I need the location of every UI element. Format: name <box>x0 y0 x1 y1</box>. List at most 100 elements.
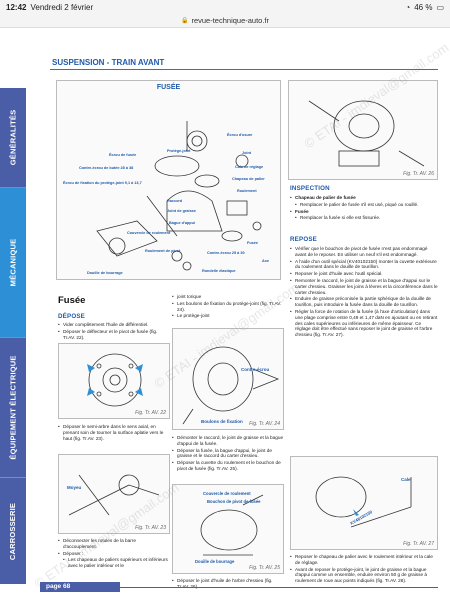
para-23: Déconnecter les rotules de la barre d'ac… <box>58 538 170 570</box>
page-footer: page 68 <box>0 580 450 600</box>
para-22-step: Déposer le semi-arbre dans le sens axial… <box>58 424 170 441</box>
figure-caption: Fig. Tr. AV. 23 <box>135 525 166 531</box>
lock-icon: 🔒 <box>180 18 189 24</box>
label-chapeau-palier: Chapeau de palier <box>232 177 265 181</box>
url-text[interactable]: revue-technique-auto.fr <box>191 16 270 25</box>
inspection-heading: INSPECTION <box>290 185 330 192</box>
battery-level: 46 % <box>414 2 433 12</box>
repose-step: Reposer le joint d'huile avec l'outil sp… <box>290 271 438 277</box>
figure-caption: Fig. Tr. AV. 27 <box>403 541 434 547</box>
label-roulement: Roulement <box>237 189 257 193</box>
depose-step: Vider complètement l'huile de différenti… <box>58 322 170 328</box>
figure-27-drawing <box>315 476 412 528</box>
figure-tr-av-22: Fig. Tr. AV. 22 <box>58 343 170 419</box>
figure-tr-av-26: Fig. Tr. AV. 26 <box>288 80 438 180</box>
depose-text: Vider complètement l'huile de différenti… <box>58 322 170 341</box>
tab-mecanique[interactable]: MÉCANIQUE <box>0 188 26 338</box>
figure-24-drawing <box>182 346 280 425</box>
figure-tr-av-23: Moyeu Fig. Tr. AV. 23 <box>58 454 170 534</box>
exploded-diagram <box>96 121 262 271</box>
depose-step: Déposer le déflecteur et le pivot de fus… <box>58 329 170 341</box>
tab-label: MÉCANIQUE <box>8 238 18 287</box>
repose-step: Régler la force de rotation de la fusée … <box>290 309 438 338</box>
figure-25-drawing <box>200 494 264 556</box>
repose-step: Reposer le chapeau de palier avec le rou… <box>290 554 438 566</box>
page-header: SUSPENSION - TRAIN AVANT <box>50 58 438 70</box>
figure-title: FUSÉE <box>156 84 181 91</box>
figure-caption: Fig. Tr. AV. 26 <box>403 171 434 177</box>
para-24: Démonter le raccord, le joint de graisse… <box>172 435 284 473</box>
tab-equipement-electrique[interactable]: ÉQUIPEMENT ÉLECTRIQUE <box>0 338 26 478</box>
label-joint: Joint <box>242 151 252 155</box>
tab-label: GÉNÉRALITÉS <box>8 109 18 166</box>
repose-step: A l'aide d'un outil spécial (KV40102150)… <box>290 259 438 271</box>
para-22: Déposer le semi-arbre dans le sens axial… <box>58 424 170 442</box>
tab-label: CARROSSERIE <box>8 502 18 560</box>
inspection-item-title: Chapeau de palier de fusée <box>295 195 356 200</box>
figure-tr-av-25: Couvercle de roulement Bouchon de pivot … <box>172 484 284 574</box>
para-24-step: Démonter le raccord, le joint de graisse… <box>172 435 284 447</box>
figure-caption: Fig. Tr. AV. 24 <box>249 421 280 427</box>
tab-carrosserie[interactable]: CARROSSERIE <box>0 478 26 584</box>
footer-rule <box>120 587 438 588</box>
label-contre-ecrou-24: Contre-écrou <box>241 367 270 372</box>
depose-step: Le protège-joint <box>172 313 284 319</box>
figure-23-drawing <box>68 474 160 516</box>
repose-step: Remonter le raccord, le joint de graisse… <box>290 278 438 295</box>
depose-heading: DÉPOSE <box>58 313 85 320</box>
label-contre-ecrou-butee: Contre-écrou de butée 28 à 38 <box>79 166 134 170</box>
section-title: Fusée <box>58 295 86 306</box>
label-boulons-fixation: Boulons de fixation <box>201 419 243 424</box>
label-douille-25: Douille de bourrage <box>195 559 235 564</box>
para-24-step: Déposer la cuvette du roulement et le bo… <box>172 460 284 472</box>
para-25: Déposer le joint d'huile de l'arbre d'es… <box>172 578 284 591</box>
label-couvercle-roulement: Couvercle de roulement <box>127 231 171 235</box>
label-bouchon-pivot: Bouchon de pivot de fusée <box>207 499 261 504</box>
figure-26-drawing <box>308 100 425 167</box>
tab-label: ÉQUIPEMENT ÉLECTRIQUE <box>8 355 18 460</box>
label-raccord: Raccord <box>167 199 183 203</box>
label-ecrou-fusee: Écrou de fusée <box>109 153 137 157</box>
repose-step: Avant de reposer le protège-joint, le jo… <box>290 567 438 584</box>
inspection-text: Chapeau de palier de fusée Remplacer le … <box>290 195 438 222</box>
label-contre-ecrou: Contre-écrou 25 à 30 <box>207 251 245 255</box>
address-bar[interactable]: 🔒 revue-technique-auto.fr <box>0 14 450 28</box>
para-23-step: Déconnecter les rotules de la barre d'ac… <box>58 538 170 550</box>
label-ecrou-fixation: Écrou de fixation du protège-joint 9,1 à… <box>63 181 142 185</box>
label-roulement-pivot: Roulement de pivot <box>145 249 181 253</box>
figure-tr-av-24: Contre-écrou Boulons de fixation Fig. Tr… <box>172 328 284 430</box>
tab-generalites[interactable]: GÉNÉRALITÉS <box>0 88 26 188</box>
repose-step: Vérifier que le bouchon de pivot de fusé… <box>290 246 438 258</box>
depose-step: joint torique <box>172 294 284 300</box>
para-24-step: Déposer la fusée, la bague d'appui, le j… <box>172 448 284 460</box>
footer-bar <box>40 582 120 592</box>
para-25-step: Déposer le joint d'huile de l'arbre d'es… <box>172 578 284 590</box>
label-moyeu: Moyeu <box>67 485 82 490</box>
label-protege-joint: Protège-joint <box>167 149 191 153</box>
depose-step: Les boulons de fixation du protège-joint… <box>172 301 284 313</box>
wifi-icon: ◔ <box>405 2 411 12</box>
status-date: Vendredi 2 février <box>30 2 94 12</box>
side-tabs: GÉNÉRALITÉS MÉCANIQUE ÉQUIPEMENT ÉLECTRI… <box>0 88 26 584</box>
document-page: SUSPENSION - TRAIN AVANT GÉNÉRALITÉS MÉC… <box>0 28 450 600</box>
depose-col2-text: joint torique Les boulons de fixation du… <box>172 294 284 320</box>
para-23-step: Déposer : <box>58 551 170 557</box>
inspection-item-text: Remplacer la fusée si elle est fissurée. <box>300 215 381 221</box>
label-bague-appui: Bague d'appui <box>169 221 196 225</box>
status-right: ◔ 46 % ▭ <box>405 3 444 12</box>
label-ecrou-usure: Écrou d'usure <box>227 133 253 137</box>
figure-caption: Fig. Tr. AV. 25 <box>249 565 280 571</box>
status-time: 12:42 <box>6 2 27 12</box>
label-joint-graisse: Joint de graisse <box>167 209 196 213</box>
page-title: SUSPENSION - TRAIN AVANT <box>52 58 165 67</box>
figure-caption: Fig. Tr. AV. 22 <box>135 410 166 416</box>
label-couvercle-25: Couvercle de roulement <box>203 491 251 496</box>
figure-22-drawing <box>87 353 143 407</box>
label-axe: Axe <box>262 259 269 263</box>
battery-icon: ▭ <box>436 2 444 12</box>
repose-step: Enduire de graisse préconisée la partie … <box>290 296 438 308</box>
repose-text: Vérifier que le bouchon de pivot de fusé… <box>290 246 438 339</box>
label-douille-bourrage: Douille de bourrage <box>87 271 123 275</box>
repose-heading: REPOSE <box>290 236 317 243</box>
status-bar: 12:42 Vendredi 2 février ◔ 46 % ▭ <box>0 0 450 14</box>
